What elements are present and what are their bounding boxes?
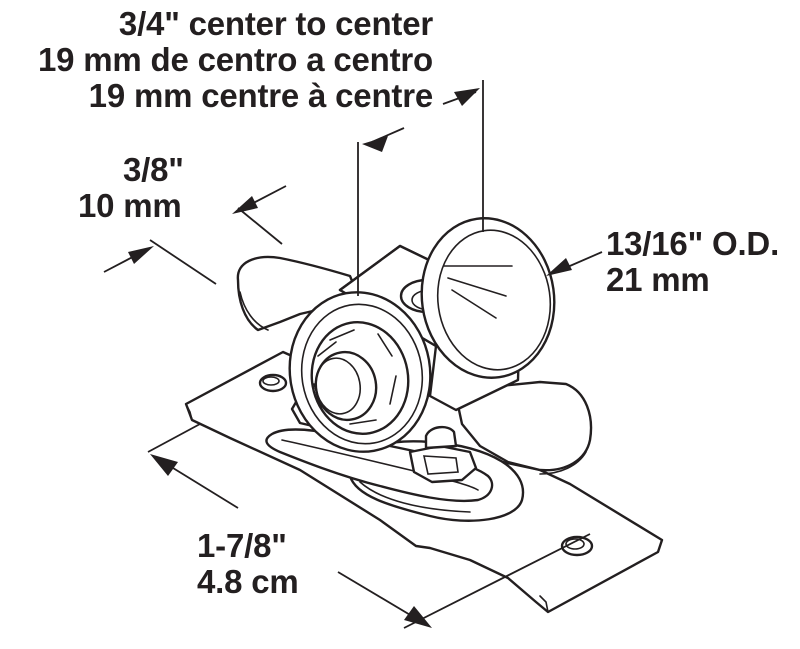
- plate-length-imperial: 1-7/8": [197, 527, 287, 564]
- center-to-center-label: 3/4" center to center 19 mm de centro a …: [0, 6, 433, 114]
- dimension-plate-length: [147, 423, 591, 629]
- outer-diameter-imperial: 13/16" O.D.: [606, 225, 780, 262]
- outer-diameter-metric: 21 mm: [606, 261, 710, 298]
- plate-length-label: 1-7/8" 4.8 cm: [197, 528, 299, 600]
- wheel-width-metric: 10 mm: [78, 187, 182, 224]
- wheel-width-label: 3/8" 10 mm: [78, 152, 184, 224]
- front-wheel: [288, 291, 432, 453]
- dimension-wheel-width: [103, 185, 287, 285]
- rear-wheel: [420, 217, 556, 379]
- dimension-outer-diameter: [546, 251, 603, 276]
- center-to-center-line-3: 19 mm centre à centre: [88, 77, 434, 114]
- dimension-center-to-center: [357, 80, 484, 296]
- wheel-width-imperial: 3/8": [123, 151, 184, 188]
- outer-diameter-label: 13/16" O.D. 21 mm: [606, 226, 779, 298]
- center-to-center-line-1: 3/4" center to center: [118, 5, 433, 42]
- plate-length-metric: 4.8 cm: [197, 563, 299, 600]
- center-to-center-line-2: 19 mm de centro a centro: [37, 41, 433, 78]
